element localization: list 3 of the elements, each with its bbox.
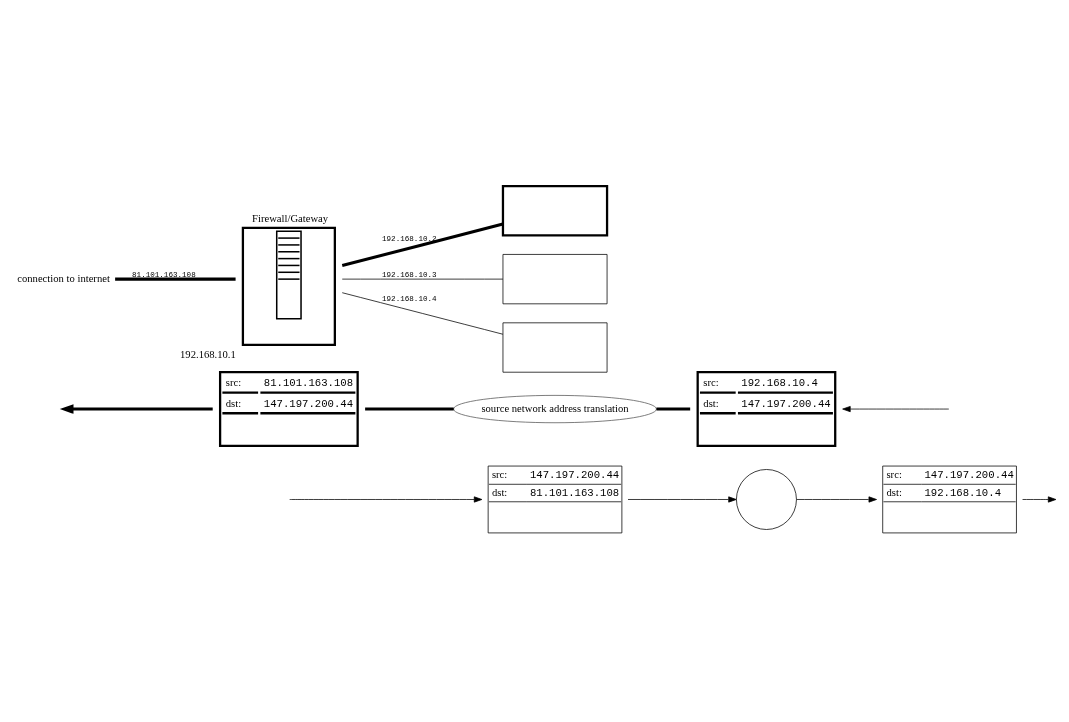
- node-label: 192.168.10.1: [180, 348, 236, 360]
- node-text: connection to internet: [17, 272, 110, 284]
- node-label: Firewall/Gateway: [252, 213, 329, 225]
